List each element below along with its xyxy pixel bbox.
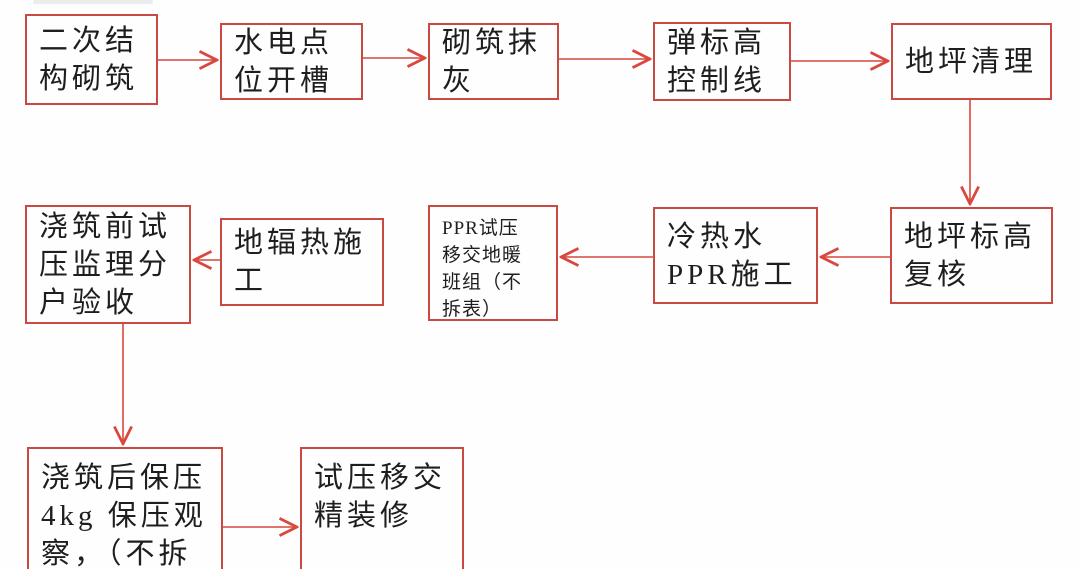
node-text-line: 弹标高: [667, 26, 767, 59]
node-text-line: 灰: [442, 64, 476, 97]
node-text-line: 冷热水: [667, 220, 767, 253]
node-text-line: 构砌筑: [39, 62, 139, 95]
cropped-content-artifact: [33, 0, 153, 4]
node-text-line: 精装修: [314, 500, 414, 532]
node-text-line: 砌筑抹: [442, 26, 542, 59]
flow-node-masonry-plastering: 砌筑抹 灰: [428, 23, 559, 100]
flow-node-floor-cleaning: 地坪清理: [891, 23, 1052, 100]
node-text-line: 移交地暖: [442, 245, 523, 266]
flow-node-radiant-floor-heating: 地辐热施 工: [220, 218, 384, 306]
node-text-line: 地辐热施: [234, 227, 367, 259]
node-text-line: 试压移交: [314, 462, 447, 494]
flow-node-elevation-control-line: 弹标高 控制线: [653, 22, 791, 101]
flow-node-post-pour-pressure-hold: 浇筑后保压 4kg 保压观 察，（不拆: [27, 447, 223, 569]
node-text-line: 户验收: [39, 286, 139, 319]
flow-node-pre-pour-pressure-test-acceptance: 浇筑前试 压监理分 户验收: [25, 205, 191, 324]
node-text-line: 位开槽: [234, 64, 334, 97]
node-text-line: 地坪标高: [904, 220, 1037, 253]
node-text-line: 地坪清理: [905, 45, 1038, 78]
node-text-line: 4kg 保压观: [41, 500, 207, 532]
node-text-line: 浇筑前试: [39, 210, 172, 243]
flow-node-mep-point-slotting: 水电点 位开槽: [220, 23, 363, 100]
node-text-line: 班组（不: [442, 272, 523, 293]
node-text-line: 工: [234, 265, 268, 297]
node-text-line: 拆表）: [442, 299, 503, 320]
node-text-line: 压监理分: [39, 248, 172, 281]
node-text-line: 控制线: [667, 64, 767, 97]
node-text-line: PPR试压: [442, 218, 519, 239]
node-text-line: 浇筑后保压: [41, 462, 207, 494]
node-text-line: 复核: [904, 258, 971, 291]
flow-node-floor-elevation-recheck: 地坪标高 复核: [890, 207, 1053, 304]
flow-node-ppr-pressure-test-handover: PPR试压 移交地暖 班组（不 拆表）: [428, 205, 558, 321]
node-text-line: PPR施工: [667, 258, 797, 291]
flow-node-handover-to-fine-decoration: 试压移交 精装修: [300, 447, 464, 569]
node-text-line: 二次结: [39, 24, 139, 57]
flow-node-secondary-structure-masonry: 二次结 构砌筑: [25, 14, 158, 105]
node-text-line: 水电点: [234, 26, 334, 59]
node-text-line: 察，（不拆: [41, 538, 192, 569]
flow-node-hot-cold-water-ppr: 冷热水 PPR施工: [653, 207, 818, 304]
